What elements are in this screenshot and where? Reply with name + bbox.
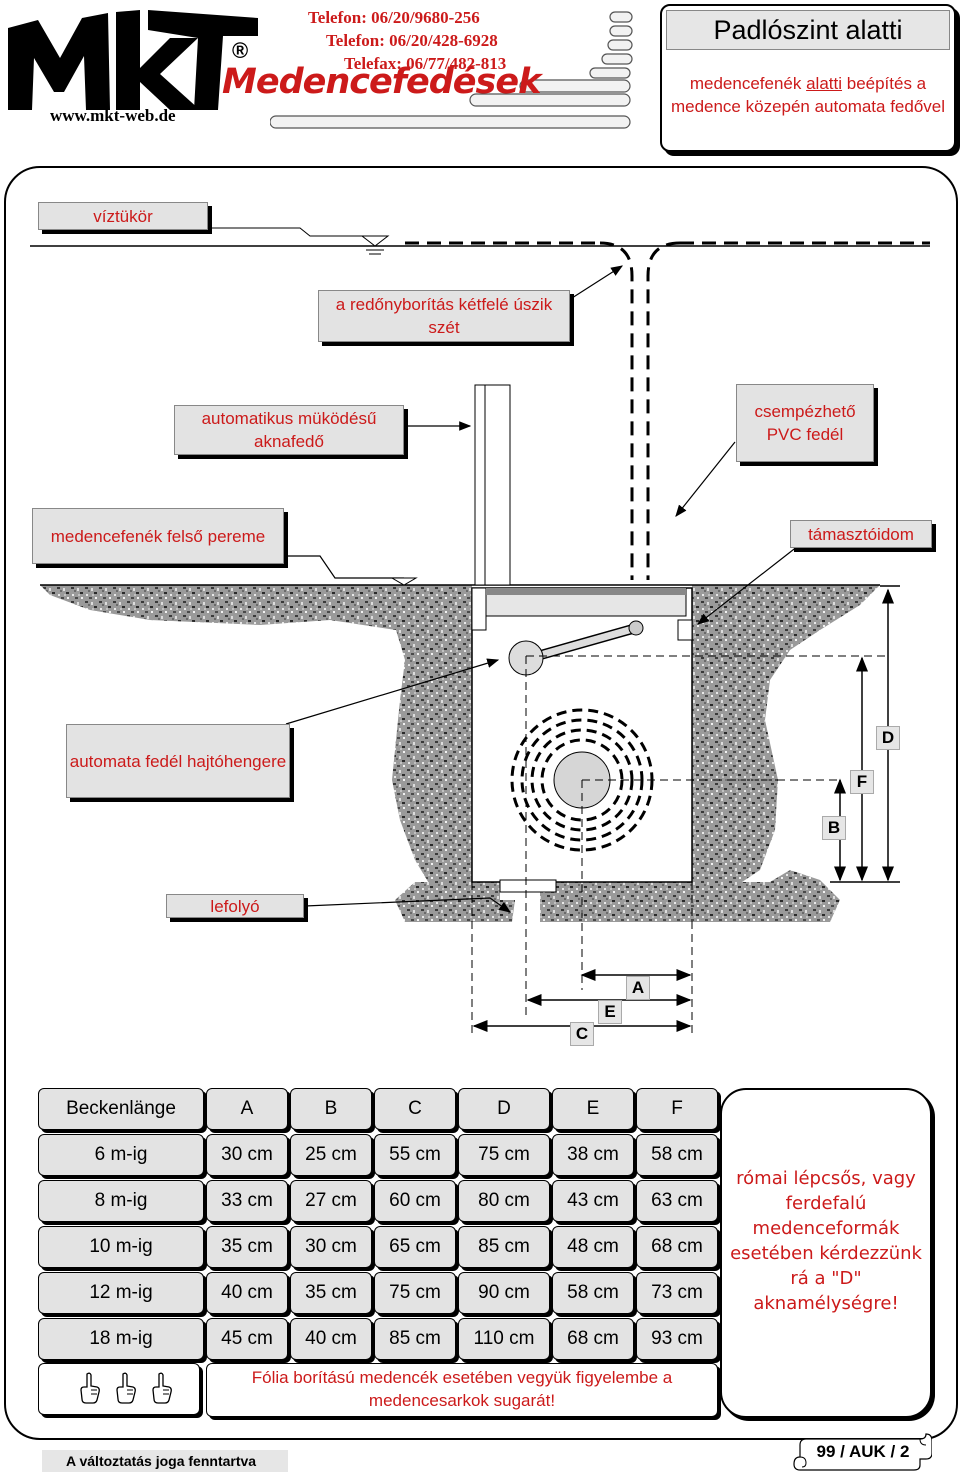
table-cell: 33 cm [206, 1180, 288, 1222]
installation-diagram [30, 227, 930, 1035]
phone-2: Telefon: 06/20/428-6928 [326, 31, 498, 50]
website-link[interactable]: www.mkt-web.de [50, 106, 176, 125]
label-pool-floor-edge: medencefenék felső pereme [32, 508, 284, 564]
table-header-cell: E [552, 1088, 634, 1130]
table-cell: 110 cm [458, 1318, 550, 1360]
label-auto-cover-pit: automatikus müködésű aknafedő [174, 405, 404, 455]
table-cell: 30 cm [206, 1134, 288, 1176]
page-reference: 99 / AUK / 2 [816, 1442, 910, 1461]
table-cell: 43 cm [552, 1180, 634, 1222]
table-cell: 45 cm [206, 1318, 288, 1360]
dim-label-d: D [876, 726, 900, 750]
table-cell: 65 cm [374, 1226, 456, 1268]
mkt-logo [8, 10, 258, 110]
dim-label-c: C [570, 1022, 594, 1046]
label-shutter: a redőnyborítás kétfelé úszik szét [318, 290, 570, 342]
table-cell: 55 cm [374, 1134, 456, 1176]
hand-icon [80, 1372, 100, 1404]
subtitle-part-2: beépítés a medence közepén automata fedő… [670, 74, 946, 116]
content-frame [4, 166, 958, 1440]
table-cell: 85 cm [374, 1318, 456, 1360]
table-header-cell: B [290, 1088, 372, 1130]
hand-icon [116, 1372, 136, 1404]
pointing-hands [38, 1363, 200, 1415]
subtitle-underlined: alatti [806, 74, 843, 93]
table-cell: 25 cm [290, 1134, 372, 1176]
table-header-cell: C [374, 1088, 456, 1130]
table-cell: 80 cm [458, 1180, 550, 1222]
brand-name: Medencefedések [222, 62, 541, 102]
table-cell: 60 cm [374, 1180, 456, 1222]
table-cell: 40 cm [290, 1318, 372, 1360]
table-cell: 73 cm [636, 1272, 718, 1314]
page-ref-scroll [793, 1433, 932, 1471]
table-cell: 8 m-ig [38, 1180, 204, 1222]
table-cell: 27 cm [290, 1180, 372, 1222]
foil-note: Fólia borítású medencék esetében vegyük … [206, 1363, 718, 1417]
table-header-cell: F [636, 1088, 718, 1130]
table-cell: 90 cm [458, 1272, 550, 1314]
page-title: Padlószint alatti [666, 10, 950, 50]
table-cell: 68 cm [636, 1226, 718, 1268]
label-drain: lefolyó [166, 894, 304, 918]
hand-icon [152, 1372, 172, 1404]
table-cell: 85 cm [458, 1226, 550, 1268]
contact-block: Telefon: 06/20/9680-256 Telefon: 06/20/4… [298, 6, 538, 75]
rights-reserved: A változtatás joga fenntartva [42, 1450, 288, 1472]
table-cell: 12 m-ig [38, 1272, 204, 1314]
table-cell: 18 m-ig [38, 1318, 204, 1360]
fax: Telefax: 06/77/482-813 [344, 54, 507, 73]
page-subtitle: medencefenék alatti beépítés a medence k… [668, 72, 948, 118]
table-cell: 35 cm [206, 1226, 288, 1268]
table-cell: 58 cm [636, 1134, 718, 1176]
table-cell: 30 cm [290, 1226, 372, 1268]
table-cell: 68 cm [552, 1318, 634, 1360]
dim-label-b: B [822, 816, 846, 840]
label-drive-roller: automata fedél hajtóhengere [66, 724, 290, 798]
table-cell: 63 cm [636, 1180, 718, 1222]
table-cell: 48 cm [552, 1226, 634, 1268]
table-header-cell: A [206, 1088, 288, 1130]
table-cell: 58 cm [552, 1272, 634, 1314]
subtitle-part-1: medencefenék [689, 74, 807, 93]
table-cell: 10 m-ig [38, 1226, 204, 1268]
title-box: Padlószint alatti medencefenék alatti be… [660, 4, 956, 152]
registered-mark: ® [232, 38, 249, 63]
table-cell: 38 cm [552, 1134, 634, 1176]
label-pvc-cover: csempézhető PVC fedél [736, 384, 874, 462]
label-support-profile: támasztóidom [790, 520, 932, 548]
table-cell: 35 cm [290, 1272, 372, 1314]
dim-label-f: F [850, 770, 874, 794]
table-header-cell: D [458, 1088, 550, 1130]
table-cell: 75 cm [458, 1134, 550, 1176]
table-cell: 75 cm [374, 1272, 456, 1314]
depth-note-box: római lépcsős, vagy ferdefalú medencefor… [720, 1088, 932, 1418]
table-cell: 6 m-ig [38, 1134, 204, 1176]
phone-1: Telefon: 06/20/9680-256 [308, 8, 480, 27]
label-water-surface: víztükör [38, 202, 208, 230]
dim-label-a: A [626, 976, 650, 1000]
depth-note: római lépcsős, vagy ferdefalú medencefor… [730, 1168, 922, 1314]
table-header-cell: Beckenlänge [38, 1088, 204, 1130]
table-cell: 40 cm [206, 1272, 288, 1314]
pipe-graphic [270, 11, 633, 129]
table-cell: 93 cm [636, 1318, 718, 1360]
dim-label-e: E [598, 1000, 622, 1024]
